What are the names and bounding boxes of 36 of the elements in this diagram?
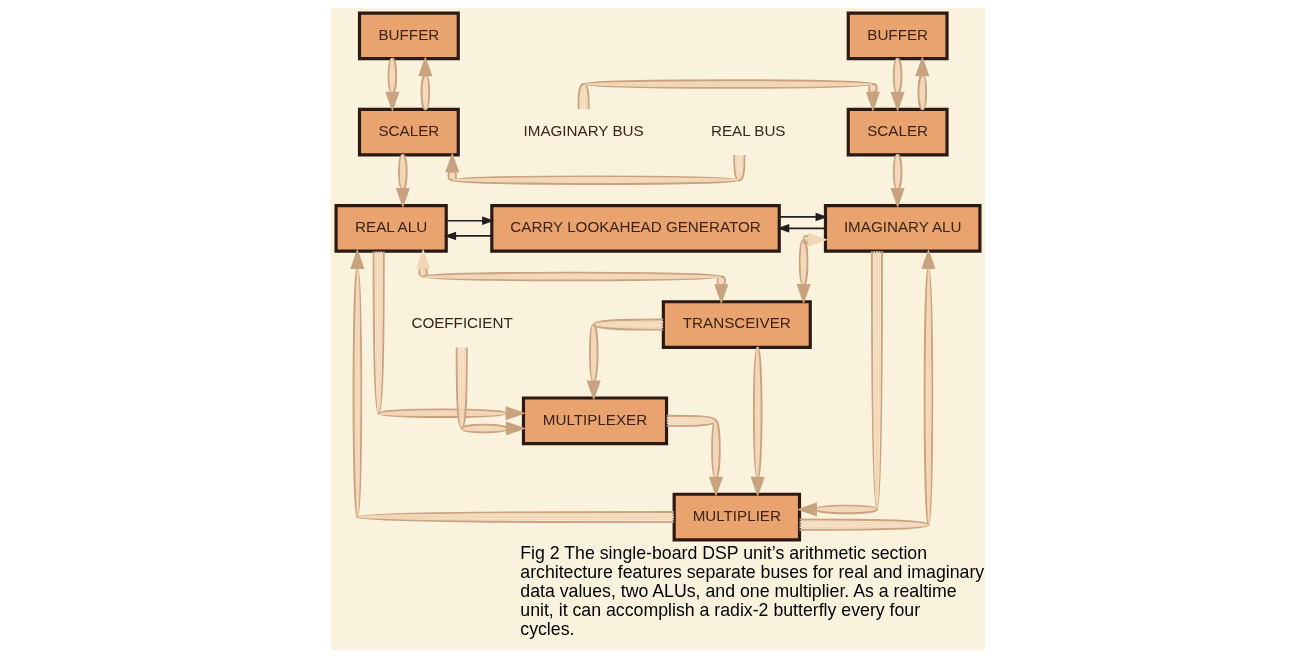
arrow	[798, 248, 936, 531]
node-box: TRANSCEIVER	[661, 300, 812, 349]
arrow	[577, 79, 881, 113]
node-box: BUFFER	[357, 11, 460, 61]
arrow	[445, 216, 495, 225]
arrow	[586, 318, 665, 401]
arrow	[445, 152, 746, 185]
arrow	[443, 231, 493, 241]
arrow	[777, 224, 827, 233]
node-text: IMAGINARY BUS	[523, 122, 644, 140]
arrow	[416, 248, 729, 305]
arrow	[890, 153, 905, 209]
arrow	[455, 346, 527, 436]
arrow	[796, 250, 883, 517]
arrow	[778, 212, 828, 222]
node-box: SCALER	[846, 107, 949, 157]
caption: Fig 2 The single-board DSP unit’s arithmetic section architecture features separate buses for real and imaginary data values, two ALUs, and one multiplier. As a realtime unit, it can accomplish a radix-2 butterfly every four cycles.	[520, 543, 985, 640]
node-box: SCALER	[357, 107, 460, 157]
node-text: COEFFICIENT	[411, 314, 513, 332]
arrow	[890, 57, 905, 112]
node-box: MULTIPLIER	[672, 492, 802, 542]
arrow	[418, 55, 433, 111]
arrow	[915, 55, 930, 111]
node-box: CARRY LOOKAHEAD GENERATOR	[490, 203, 781, 253]
arrow	[372, 250, 526, 421]
node-box: IMAGINARY ALU	[823, 203, 982, 253]
node-text: REAL BUS	[710, 122, 786, 140]
node-box: MULTIPLEXER	[521, 396, 669, 446]
arrow	[665, 414, 724, 498]
node-box: BUFFER	[846, 11, 949, 61]
arrow	[395, 153, 410, 209]
node-box: REAL ALU	[334, 203, 448, 253]
arrow	[750, 346, 765, 498]
arrow	[796, 232, 828, 305]
arrow	[385, 57, 400, 112]
arrow	[350, 248, 675, 524]
